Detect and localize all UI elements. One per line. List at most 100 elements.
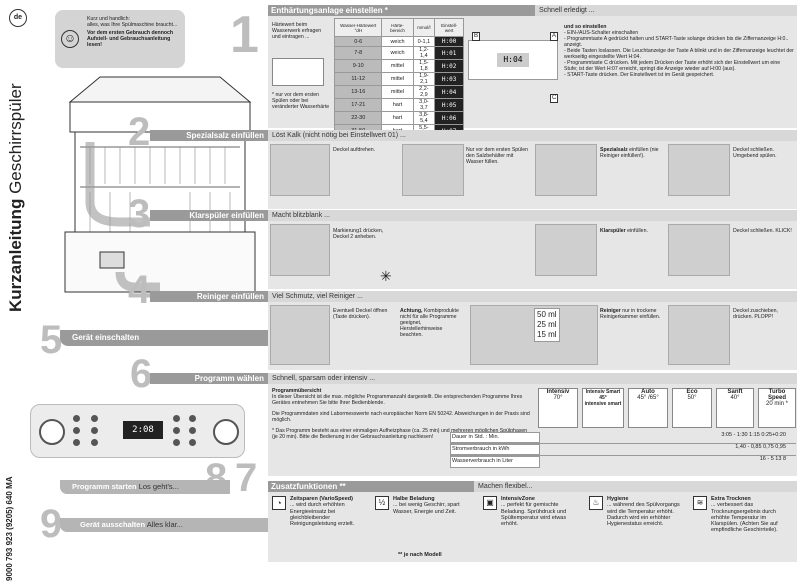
hardness-note: * nur vor dem ersten Spülen oder bei ver… [272,92,330,110]
extra-item-4: Hygiene... während des Spülvorgangs wird… [607,496,680,528]
option-button-5[interactable] [189,427,196,434]
rinse-photo-2 [535,224,597,276]
power-knob[interactable] [39,419,65,445]
program-button-5[interactable] [91,427,98,434]
program-button-2[interactable] [73,427,80,434]
step-number-1: 1 [230,6,259,64]
program-button-3[interactable] [73,439,80,446]
how-to-set: und so einstellen - EIN-/AUS-Schalter ei… [564,24,794,78]
step-number-3: 3 [128,192,151,236]
detergent-text-2: Achtung, Kombiprodukte nicht für alle Pr… [400,308,459,338]
hardness-subheader: Schnell erledigt ... [535,5,797,16]
hardness-table: Wasser-Härtewert °dH Härte-bereich mmol/… [333,18,464,138]
intro-line1: Kurz und handlich: [87,16,130,22]
start-subtitle: Los geht's... [138,482,179,491]
title-light: Geschirrspüler [6,83,25,194]
detergent-text-1: Eventuell Deckel öffnen (Taste drücken). [333,308,388,320]
start-button[interactable] [213,419,239,445]
rinse-subheader: Macht blitzblank ... [268,210,797,221]
rinse-text-2: Klarspüler einfüllen. [600,228,648,234]
detergent-photo-3 [668,305,730,365]
start-title: Programm starten [72,482,137,491]
detergent-header: Reiniger einfüllen [150,291,268,302]
salt-text-1: Deckel aufdrehen. [333,147,376,153]
salt-text-3: Spezialsalz einfüllen (nie Reiniger einf… [600,147,659,159]
salt-photo-4 [668,144,730,196]
rinse-header: Klarspüler einfüllen [150,210,268,221]
label-c: C [550,94,559,103]
panel-diagram: H:04 [468,40,558,80]
col-header: Wasser-Härtewert °dH [333,18,383,37]
program-intensive-smart: Intensiv Smart 45°intensive smart [582,388,624,428]
start-header: Programm starten Los geht's... [60,480,230,494]
salt-photo-3 [535,144,597,196]
extra-item-2: Halbe Beladung... bei wenig Geschirr, sp… [393,496,460,515]
switch-off-header: Gerät ausschalten Alles klar... [60,518,268,532]
program-header: Programm wählen [150,373,268,384]
language-badge: de [9,9,27,27]
half-load-icon: ½ [375,496,389,510]
rinse-photo-3 [668,224,730,276]
panel-display: H:04 [497,53,529,67]
step-number-7: 7 [235,456,258,500]
col-header: mmol/l [412,18,436,37]
program-button-4[interactable] [91,415,98,422]
step-number-9: 9 [40,502,63,546]
extra-dry-icon: ≋ [693,496,707,510]
speed-icon: ◔ [272,496,286,510]
smiley-icon: ☺ [61,30,79,48]
salt-text-4: Deckel schließen. Umgebend spülen. [733,147,777,159]
detergent-text-3: Reiniger nur in trockene Reinigerkammer … [600,308,661,320]
detergent-subheader: Viel Schmutz, viel Reiniger ... [268,291,797,302]
program-button-6[interactable] [91,439,98,446]
option-button-1[interactable] [173,415,180,422]
overview-text: Programmübersicht In dieser Übersicht is… [272,388,530,440]
intro-line2: alles, was Ihre Spülmaschine braucht... [87,22,178,28]
rinse-text-3: Deckel schließen. KLICK! [733,228,792,234]
rinse-text-1: Markierung1 drücken, Deckel 2 anheben. [333,228,384,240]
option-button-3[interactable] [173,439,180,446]
title-bold: Kurzanleitung [6,198,25,312]
intro-line3: Vor dem ersten Gebrauch dennoch Aufstell… [87,30,174,48]
step-number-4: 4 [128,268,151,312]
hardness-entry-box[interactable] [272,58,324,86]
extra-item-3: IntensivZone... perfekt für gemischte Be… [501,496,567,528]
detergent-photo-1 [270,305,330,365]
order-number: 9000 793 923 (9205) 640 MA [5,476,14,581]
extra-item-1: Zeitsparen (VarioSpeed)... wird durch er… [290,496,355,528]
salt-text-2: Nur vor dem ersten Spülen den Salzbehält… [466,147,528,165]
hygiene-icon: ♨ [589,496,603,510]
switch-off-subtitle: Alles klar... [146,520,183,529]
option-button-2[interactable] [173,427,180,434]
step-number-2: 2 [128,110,151,154]
hardness-header: Enthärtungsanlage einstellen * [268,5,535,16]
option-button-6[interactable] [189,439,196,446]
option-button-4[interactable] [189,415,196,422]
step-number-8: 8 [205,456,228,500]
col-header: Härte-bereich [381,18,414,37]
switch-on-header: Gerät einschalten [60,330,268,346]
snowflake-icon: ✳ [380,268,392,284]
intro-box: ☺ Kurz und handlich: alles, was Ihre Spü… [55,10,185,68]
intensive-zone-icon: ▣ [483,496,497,510]
step-number-6: 6 [130,352,153,396]
salt-photo-2 [402,144,464,196]
page-title: Kurzanleitung Geschirrspüler [6,52,30,312]
program-data-table: Dauer in Std. : Min.3:05 - 1:30 1:15 0:2… [450,432,796,468]
program-button-1[interactable] [73,415,80,422]
dishwasher-illustration [64,76,256,293]
rinse-photo-1 [270,224,330,276]
col-header: Einstell-wert [434,18,464,37]
label-b: B [472,32,481,41]
